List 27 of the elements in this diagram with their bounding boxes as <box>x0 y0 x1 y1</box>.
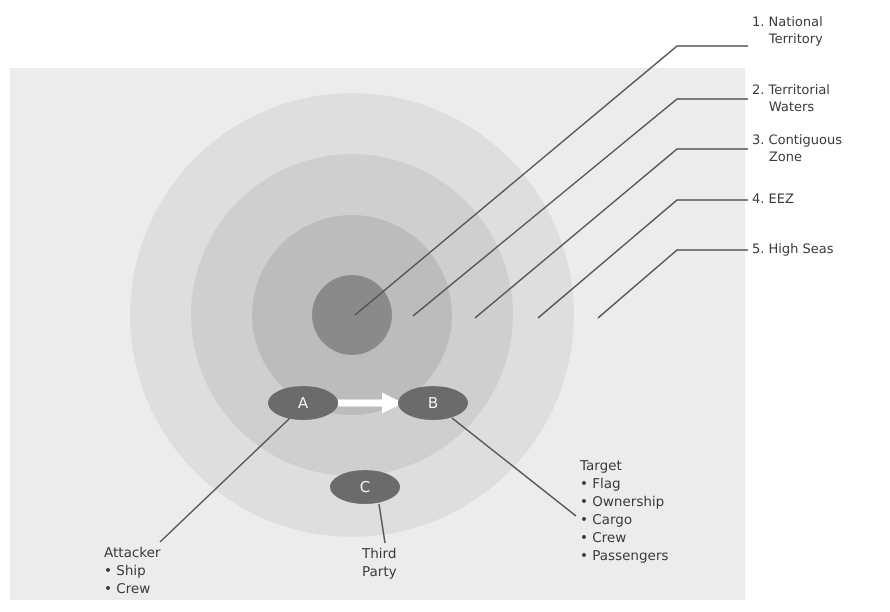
list-item: • Passengers <box>580 547 670 565</box>
leader-line <box>378 504 386 544</box>
list-item: • Cargo <box>580 511 634 529</box>
leader-line <box>598 249 748 319</box>
zone-label: 5. High Seas <box>752 241 870 258</box>
leader-line <box>354 45 748 316</box>
leader-line <box>412 98 748 317</box>
list-item: • Ownership <box>580 493 666 511</box>
party-heading: Target <box>580 457 623 475</box>
list-item: • Ship <box>104 562 147 580</box>
zone-label: 1. National Territory <box>752 14 870 48</box>
leader-line <box>159 417 291 543</box>
vessel-marker: A <box>268 386 338 420</box>
list-item: • Crew <box>104 580 152 598</box>
list-item: • Crew <box>580 529 628 547</box>
vessel-marker: B <box>398 386 468 420</box>
zone-label: 2. Territorial Waters <box>752 82 870 116</box>
zone-label: 4. EEZ <box>752 191 870 208</box>
leader-line <box>538 199 748 319</box>
zone-label: 3. Contiguous Zone <box>752 132 870 166</box>
sea-area <box>10 68 745 600</box>
leader-line <box>452 417 576 517</box>
party-label: Third Party <box>362 545 418 581</box>
vessel-marker: C <box>330 470 400 504</box>
leader-line <box>474 148 748 319</box>
list-item: • Flag <box>580 475 622 493</box>
party-heading: Attacker <box>104 544 162 562</box>
